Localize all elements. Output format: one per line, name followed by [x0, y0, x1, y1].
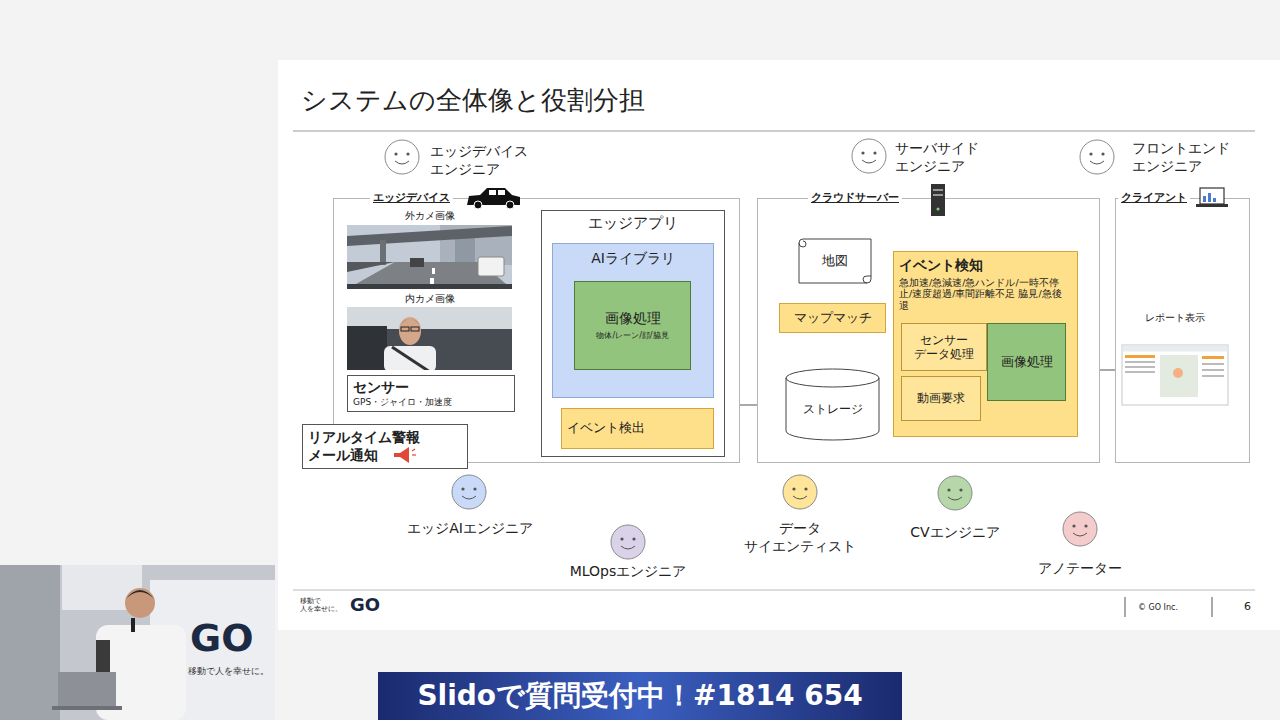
report-screenshot — [1122, 345, 1228, 405]
report-view: レポート表示 — [1122, 312, 1228, 405]
role-label: データ サイエンティスト — [744, 520, 856, 555]
panel-heading: エッジデバイス — [370, 191, 453, 205]
sensor-box: センサーGPS・ジャイロ・加速度 — [347, 375, 515, 412]
role-label: アノテーター — [1038, 560, 1122, 578]
box-body: 急加速/急減速/急ハンドル/一時不停止/速度超過/車間距離不足 脇見/急後退 — [899, 277, 1064, 313]
slido-banner — [378, 672, 902, 720]
role-label: サーバサイド エンジニア — [895, 140, 979, 175]
speaker-video — [0, 565, 275, 720]
box-heading: 画像処理 — [605, 310, 661, 328]
backdrop-tagline: 移動で人を幸せに。 — [188, 666, 269, 677]
box-label: 地図 — [822, 253, 848, 269]
role-label: CVエンジニア — [910, 524, 999, 542]
process-box: マップマッチ — [779, 303, 886, 333]
box-heading: センサー — [353, 379, 409, 397]
box-label: 画像処理 — [1001, 354, 1053, 370]
banner-text: Slidoで質問受付中！#1814 654 — [417, 678, 862, 713]
process-box: センサー データ処理 — [901, 323, 987, 371]
server-icon — [931, 184, 945, 216]
box-label: イベント検出 — [567, 420, 645, 436]
box-label: 動画要求 — [917, 391, 965, 406]
title-rule — [293, 131, 1255, 132]
role-label: MLOpsエンジニア — [570, 563, 687, 581]
image-caption: レポート表示 — [1145, 312, 1205, 325]
process-box: 動画要求 — [901, 376, 981, 421]
box-label: ストレージ — [803, 402, 863, 417]
process-box: 画像処理 — [987, 323, 1066, 401]
car-icon — [467, 188, 520, 209]
alert-box: リアルタイム警報 メール通知 — [302, 424, 468, 469]
process-box: イベント検知急加速/急減速/急ハンドル/一時不停止/速度超過/車間距離不足 脇見… — [893, 251, 1078, 437]
box-label: リアルタイム警報 メール通知 — [308, 429, 438, 464]
page-number: 6 — [1244, 600, 1251, 614]
front-camera-photo — [347, 225, 512, 289]
map-scroll: 地図 — [795, 236, 875, 286]
role-label: フロントエンド エンジニア — [1132, 140, 1230, 175]
footer-rule — [293, 590, 1255, 591]
box-label: センサー データ処理 — [902, 333, 986, 362]
box-body: 物体/レーン/顔/脇見 — [596, 331, 668, 341]
slide — [278, 60, 1280, 630]
role-label: エッジデバイス エンジニア — [430, 143, 528, 178]
laptop-icon — [1196, 188, 1228, 207]
footer-bar — [1125, 597, 1126, 617]
panel-heading: クライアント — [1118, 191, 1190, 205]
panel-heading: クラウドサーバー — [808, 191, 902, 205]
backdrop-logo: GO — [190, 615, 254, 663]
logo: GO — [350, 594, 380, 617]
box-body: GPS・ジャイロ・加速度 — [353, 397, 452, 408]
image-caption: 内カメ画像 — [405, 293, 455, 306]
process-box: 画像処理物体/レーン/顔/脇見 — [574, 281, 691, 370]
library-box: AIライブラリ画像処理物体/レーン/顔/脇見 — [552, 243, 714, 398]
server-panel: クラウドサーバー地図マップマッチストレージイベント検知急加速/急減速/急ハンドル… — [757, 198, 1100, 463]
box-label: マップマッチ — [794, 310, 872, 326]
driver-camera-photo — [347, 307, 512, 370]
box-heading: AIライブラリ — [591, 250, 675, 268]
box-heading: イベント検知 — [899, 257, 983, 275]
camera-image: 内カメ画像 — [347, 293, 512, 371]
storage-cylinder: ストレージ — [785, 368, 880, 441]
copyright: © GO Inc. — [1138, 603, 1178, 613]
role-label: エッジAIエンジニア — [407, 520, 533, 538]
process-box: イベント検出 — [561, 408, 714, 449]
client-panel: クライアントレポート表示 — [1115, 198, 1250, 463]
footer-bar — [1212, 597, 1213, 617]
slide-title: システムの全体像と役割分担 — [301, 84, 645, 117]
camera-image: 外カメ画像 — [347, 210, 512, 290]
app-box: エッジアプリ AIライブラリ画像処理物体/レーン/顔/脇見イベント検出 — [541, 210, 725, 457]
footer-tagline: 移動で 人を幸せに。 — [300, 597, 342, 613]
box-heading: エッジアプリ — [588, 214, 678, 233]
image-caption: 外カメ画像 — [405, 210, 455, 223]
megaphone-icon — [394, 447, 416, 463]
